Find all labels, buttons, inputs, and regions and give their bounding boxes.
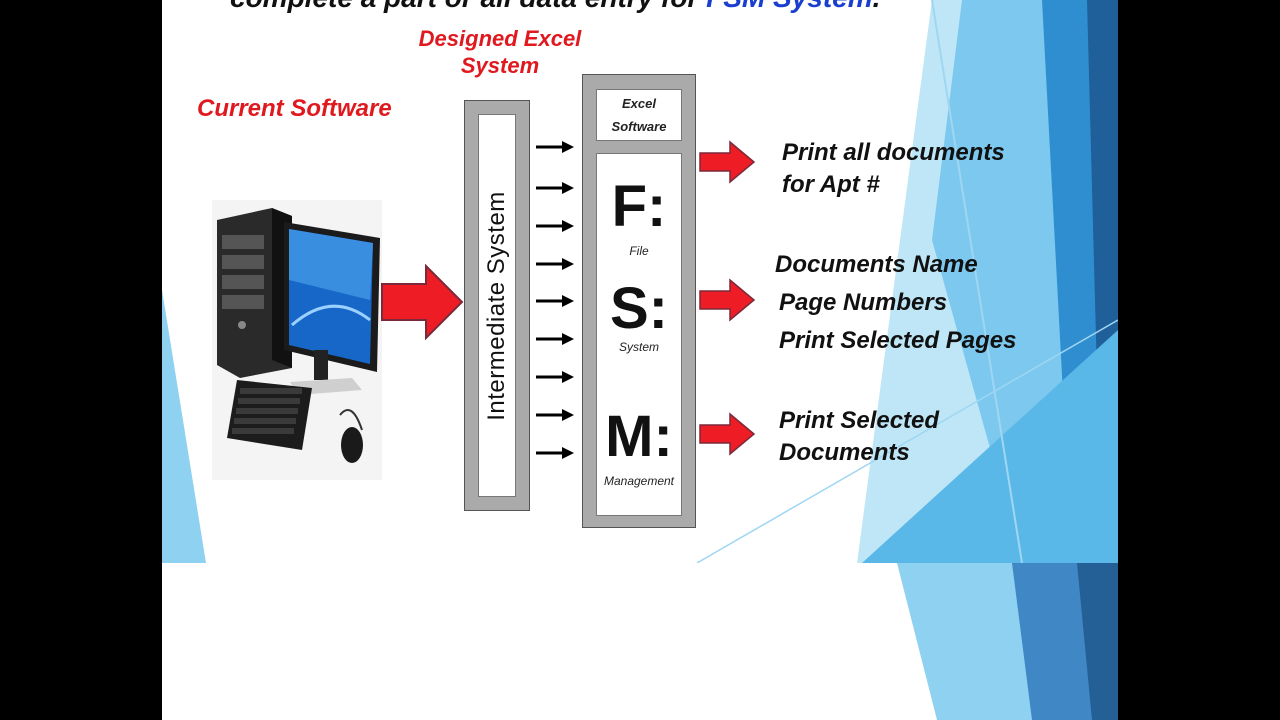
output-print-all-line2: for Apt #	[782, 171, 880, 198]
output-print-selected-line2: Documents	[779, 439, 910, 466]
black-arrow-icon	[536, 333, 574, 345]
red-arrow-icon	[381, 264, 464, 340]
intermediate-system-label: Intermediate System	[483, 190, 510, 421]
current-software-label: Current Software	[197, 95, 392, 122]
red-arrow-icon	[699, 278, 756, 322]
title-end: .	[873, 0, 881, 13]
output-print-all: Print all documents for Apt #	[782, 137, 1005, 201]
output-print-selected-pages: Print Selected Pages	[779, 327, 1017, 354]
deco-line-diagonal	[696, 319, 1118, 564]
red-arrow-icon	[699, 412, 756, 456]
black-arrow-icon	[536, 258, 574, 270]
background-decoration	[162, 0, 1118, 720]
slide-title: complete a part or all data entry for FS…	[230, 0, 1030, 14]
excel-line1: Excel	[622, 96, 656, 111]
excel-line2: Software	[611, 119, 667, 134]
designed-excel-line1: Designed Excel	[418, 26, 582, 51]
deco-line	[931, 0, 1023, 564]
black-arrow-icon	[536, 409, 574, 421]
letter-f: F:	[611, 174, 667, 239]
output-page-numbers: Page Numbers	[779, 289, 948, 316]
black-arrow-icon	[536, 447, 574, 459]
designed-excel-line2: System	[460, 53, 540, 78]
black-arrow-icon	[536, 295, 574, 307]
slide: complete a part or all data entry for FS…	[162, 0, 1118, 720]
output-documents-name: Documents Name	[775, 251, 978, 278]
designed-excel-label: Designed Excel System	[400, 25, 600, 79]
black-arrow-icon	[536, 220, 574, 232]
word-system: System	[618, 340, 659, 354]
left-deco-triangle	[162, 290, 206, 563]
lower-white-area	[162, 563, 897, 720]
letter-s: S:	[610, 276, 668, 341]
letter-m: M:	[605, 404, 673, 469]
output-print-selected-docs: Print Selected Documents	[779, 405, 939, 469]
deco-triangle-bottom	[862, 330, 1118, 563]
output-print-all-line1: Print all documents	[782, 139, 1005, 166]
word-management: Management	[603, 474, 675, 488]
black-arrow-icon	[536, 371, 574, 383]
title-text: complete a part or all data entry for	[230, 0, 706, 13]
fsm-system-box: Excel Software F: File S: System M: Mana…	[582, 74, 696, 528]
title-accent: FSM System	[706, 0, 873, 13]
black-arrow-icon	[536, 141, 574, 153]
output-print-selected-line1: Print Selected	[779, 407, 940, 434]
output-documents-info: Documents Name Page Numbers Print Select…	[775, 246, 1016, 360]
excel-software-cell: Excel Software	[596, 89, 682, 141]
fsm-letters-panel: F: File S: System M: Management	[596, 153, 682, 516]
word-file: File	[629, 244, 649, 258]
red-arrow-icon	[699, 140, 756, 184]
black-arrow-icon	[536, 182, 574, 194]
intermediate-system-inner: Intermediate System	[478, 114, 516, 497]
deco-lower-dark	[1077, 563, 1118, 720]
intermediate-system-box: Intermediate System	[464, 100, 530, 511]
connector-arrows	[536, 141, 574, 459]
desktop-computer-icon	[212, 200, 382, 480]
